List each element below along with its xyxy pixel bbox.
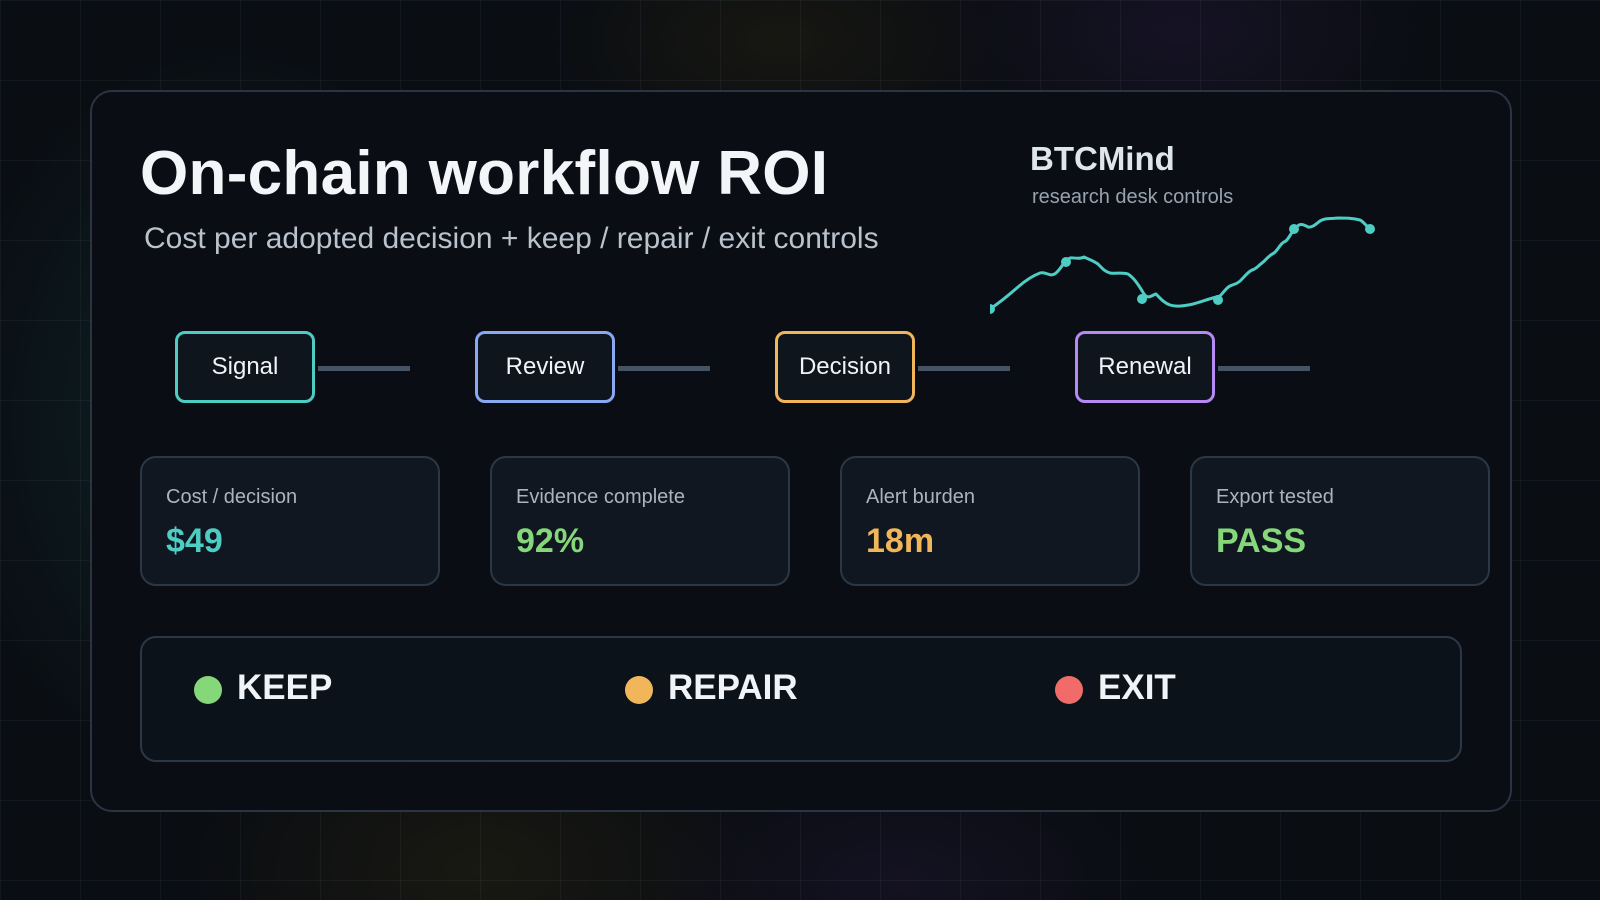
metric-card-alert-burden: Alert burden 18m [840, 456, 1140, 586]
keep-status-dot [194, 676, 222, 704]
metric-label: Export tested [1216, 486, 1334, 508]
metric-card-cost: Cost / decision $49 [140, 456, 440, 586]
sparkline-point [1061, 257, 1071, 267]
metric-label: Alert burden [866, 486, 975, 508]
stage-decision[interactable]: Decision [775, 331, 915, 403]
brand-sparkline [990, 216, 1375, 314]
sparkline-points [990, 224, 1375, 314]
brand-tagline: research desk controls [1032, 186, 1234, 208]
exit-status-dot [1055, 676, 1083, 704]
stage-connector [318, 366, 410, 371]
stage-review[interactable]: Review [475, 331, 615, 403]
metric-card-export: Export tested PASS [1190, 456, 1490, 586]
page-subtitle: Cost per adopted decision + keep / repai… [144, 222, 879, 255]
stage-signal[interactable]: Signal [175, 331, 315, 403]
repair-status-dot [625, 676, 653, 704]
metric-value: PASS [1216, 522, 1307, 560]
stage-renewal[interactable]: Renewal [1075, 331, 1215, 403]
metric-value: 18m [866, 522, 935, 560]
metric-label: Evidence complete [516, 486, 685, 508]
stage-connector [618, 366, 710, 371]
control-keep[interactable]: KEEP [237, 668, 333, 707]
metric-label: Cost / decision [166, 486, 298, 508]
metric-card-evidence: Evidence complete 92% [490, 456, 790, 586]
stage-connector [1218, 366, 1310, 371]
metric-value: 92% [516, 522, 585, 560]
metric-value: $49 [166, 522, 223, 560]
sparkline-point [990, 304, 995, 314]
sparkline-path [990, 216, 1372, 311]
page-title: On-chain workflow ROI [140, 139, 829, 208]
stage-connector [918, 366, 1010, 371]
brand-name: BTCMind [1030, 140, 1175, 177]
control-repair[interactable]: REPAIR [668, 668, 798, 707]
sparkline-point [1213, 295, 1223, 305]
sparkline-point [1289, 224, 1299, 234]
controls-panel [140, 636, 1462, 762]
sparkline-point [1365, 224, 1375, 234]
control-exit[interactable]: EXIT [1098, 668, 1176, 707]
sparkline-point [1137, 294, 1147, 304]
